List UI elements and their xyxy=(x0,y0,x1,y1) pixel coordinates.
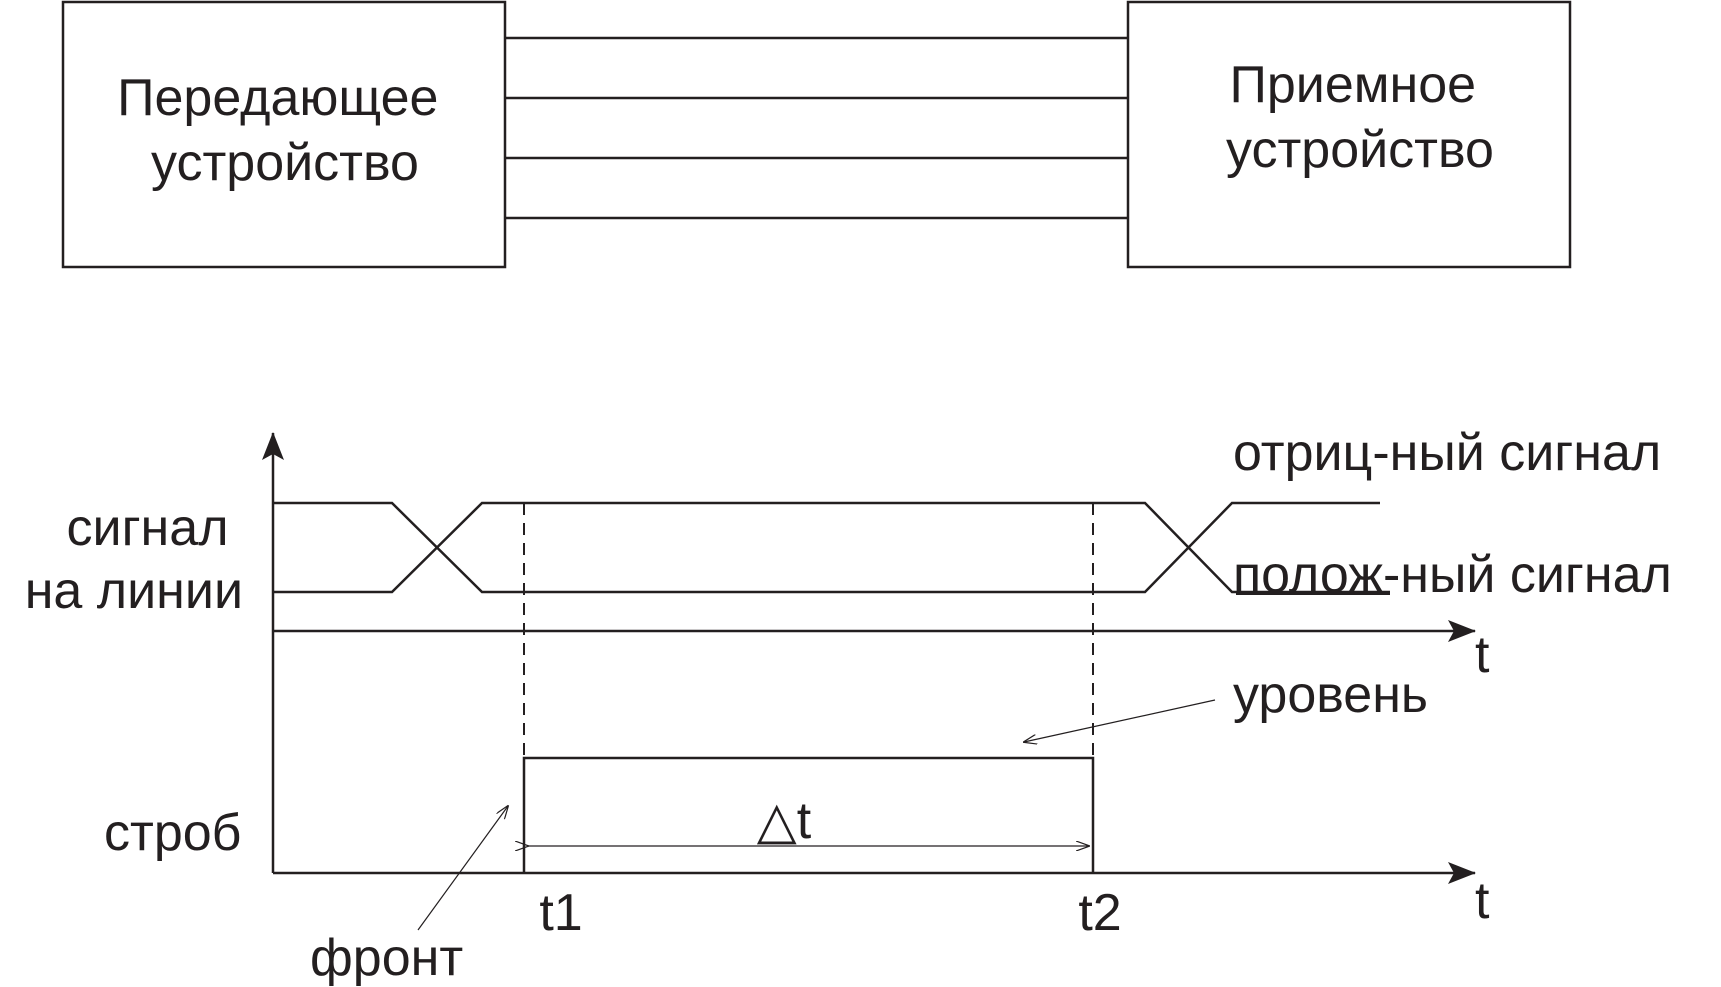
interface-bus-lines xyxy=(505,36,1128,220)
svg-text:Приемное устройство: Приемное устройство xyxy=(1226,56,1494,179)
negative-signal-trace xyxy=(273,501,1380,594)
strobe-pulse xyxy=(522,756,1095,873)
front-leader-arrow xyxy=(417,806,508,931)
strobe-label: строб xyxy=(104,804,241,862)
delta-t-label: △t xyxy=(757,792,812,850)
t2-label: t2 xyxy=(1078,884,1121,942)
svg-text:Передающее устройство: Передающее устройство xyxy=(117,69,453,192)
transmitter-block xyxy=(61,0,507,269)
negative-signal-label: отриц-ный сигнал xyxy=(1233,424,1661,482)
t1-label: t1 xyxy=(539,884,582,942)
positive-signal-label: полож-ный сигнал xyxy=(1233,546,1672,604)
transmitter-label-line2: устройство xyxy=(151,134,419,192)
front-label: фронт xyxy=(310,929,463,987)
receiver-label-line2: устройство xyxy=(1226,121,1494,179)
line-signal-label-line2: на линии xyxy=(25,562,243,620)
level-label: уровень xyxy=(1233,666,1428,724)
svg-text:сигнал на линии: сигнал на линии xyxy=(25,499,243,620)
receiver-label-line1: Приемное xyxy=(1229,56,1476,114)
level-leader-arrow xyxy=(1024,699,1216,742)
receiver-block xyxy=(1126,0,1572,269)
bottom-time-axis-label: t xyxy=(1475,872,1490,930)
positive-signal-trace xyxy=(273,501,1390,594)
line-signal-label-line1: сигнал xyxy=(67,499,229,557)
top-time-axis-label: t xyxy=(1475,626,1490,684)
transmitter-label-line1: Передающее xyxy=(117,69,438,127)
